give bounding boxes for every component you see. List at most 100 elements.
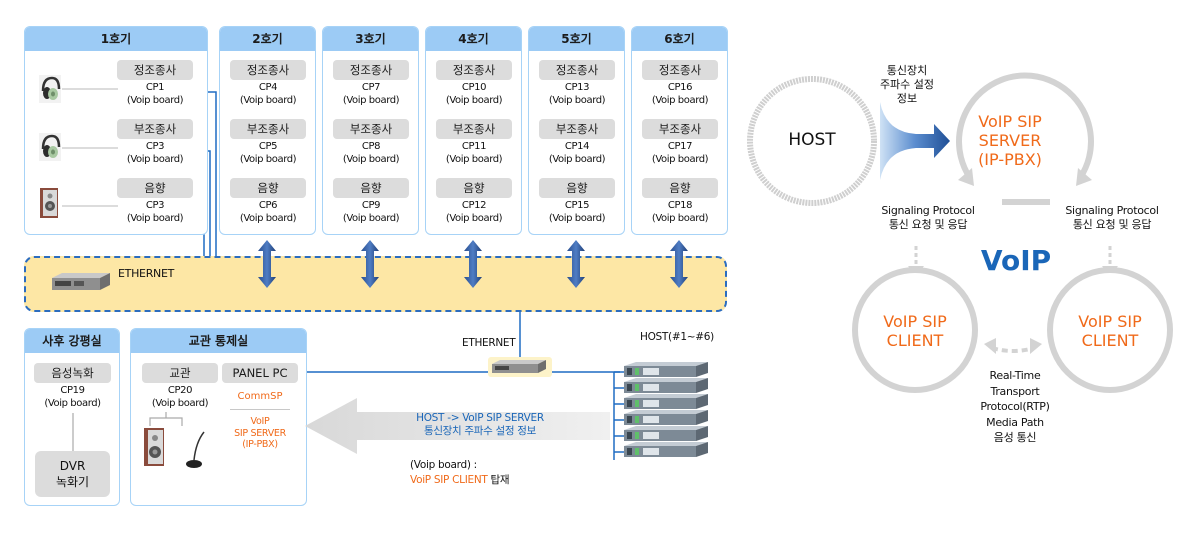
cp-label: CP20(Voip board) bbox=[142, 384, 218, 410]
server-unit-icon bbox=[624, 442, 708, 457]
cp-id: CP14 bbox=[564, 141, 590, 152]
cp-label: CP13 (Voip board) bbox=[539, 81, 615, 107]
cp-id: CP11 bbox=[461, 141, 487, 152]
host-circle bbox=[747, 76, 877, 206]
arrow-head-icon bbox=[958, 168, 974, 186]
rtp-arrow bbox=[991, 346, 1035, 353]
server-line: SERVER bbox=[978, 131, 1042, 150]
cp-id: CP16 bbox=[667, 82, 693, 93]
role-label: 부조종사 bbox=[117, 119, 193, 139]
flow-arrow-line: HOST -> VoIP SIP SERVER bbox=[416, 412, 544, 424]
arrow-head-icon bbox=[984, 338, 996, 354]
board-label: (Voip board) bbox=[239, 95, 297, 106]
server-line: (IP-PBX) bbox=[978, 150, 1042, 169]
dvr-label: DVR bbox=[59, 459, 86, 473]
cp-label: CP1(Voip board) bbox=[117, 81, 193, 107]
client-line: VoIP SIP bbox=[1078, 312, 1142, 331]
rtp-label: Real-Time Transport Protocol(RTP) Media … bbox=[960, 368, 1070, 446]
board-label: (Voip board) bbox=[548, 213, 606, 224]
bidirectional-arrow-icon bbox=[361, 240, 379, 288]
role-label: 정조종사 bbox=[539, 60, 615, 80]
server-unit-icon bbox=[624, 362, 708, 377]
client-circle-right bbox=[1047, 267, 1173, 393]
recording-role-label: 음성녹화 bbox=[34, 363, 111, 383]
cp-label: CP3(Voip board) bbox=[117, 199, 193, 225]
unit1-devices bbox=[39, 75, 118, 218]
server-unit-icon bbox=[624, 378, 708, 393]
flow-arrow-line: 통신장치 주파수 설정 정보 bbox=[423, 425, 537, 437]
cp-id: CP13 bbox=[564, 82, 590, 93]
arrow-head-icon bbox=[1030, 338, 1042, 354]
board-label: (Voip board) bbox=[151, 398, 209, 409]
board-label: (Voip board) bbox=[342, 95, 400, 106]
role-label: 부조종사 bbox=[230, 119, 306, 139]
setting-info-line: 주파수 설정 bbox=[879, 78, 935, 91]
board-label: (Voip board) bbox=[126, 154, 184, 165]
cp-id: CP3 bbox=[145, 200, 165, 211]
role-label: 정조종사 bbox=[117, 60, 193, 80]
cp-id: CP6 bbox=[258, 200, 278, 211]
signaling-line: Signaling Protocol bbox=[881, 204, 975, 217]
unit-title: 2호기 bbox=[220, 27, 315, 51]
cp-label: CP10(Voip board) bbox=[436, 81, 512, 107]
cp-id: CP4 bbox=[258, 82, 278, 93]
control-room-title: 교관 통제실 bbox=[131, 329, 306, 353]
client-left-title: VoIP SIP CLIENT bbox=[860, 312, 970, 350]
headset-icon bbox=[39, 133, 61, 161]
signaling-line: 통신 요청 및 응답 bbox=[1072, 218, 1152, 231]
ethernet-label: ETHERNET bbox=[118, 267, 175, 280]
signaling-line: 통신 요청 및 응답 bbox=[888, 218, 968, 231]
board-label: (Voip board) bbox=[342, 154, 400, 165]
cp-label: CP12(Voip board) bbox=[436, 199, 512, 225]
speaker-icon bbox=[40, 188, 58, 218]
cp-id: CP9 bbox=[361, 200, 381, 211]
board-label: (Voip board) bbox=[548, 154, 606, 165]
cp-id: CP5 bbox=[258, 141, 278, 152]
board-label: (Voip board) bbox=[651, 95, 709, 106]
ethernet-sub-label: ETHERNET bbox=[462, 337, 516, 349]
client-line: CLIENT bbox=[1081, 331, 1139, 350]
board-label: (Voip board) bbox=[651, 154, 709, 165]
server-line: VoIP SIP bbox=[978, 112, 1042, 131]
cp-id: CP12 bbox=[461, 200, 487, 211]
cp-id: CP10 bbox=[461, 82, 487, 93]
setting-info-line: 통신장치 bbox=[886, 64, 928, 77]
speaker-icon bbox=[144, 428, 164, 466]
voip-board-note: (Voip board) : VoiP SIP CLIENT 탑재 bbox=[410, 458, 510, 488]
note-line: (Voip board) : bbox=[410, 459, 477, 471]
cp-label: CP5(Voip board) bbox=[230, 140, 306, 166]
host-rack-label: HOST(#1~#6) bbox=[640, 331, 714, 343]
role-label: 정조종사 bbox=[230, 60, 306, 80]
dvr-sublabel: 녹화기 bbox=[55, 475, 90, 489]
commsp-label: CommSP bbox=[237, 391, 283, 402]
role-label: 음향 bbox=[539, 178, 615, 198]
flow-arrow bbox=[305, 398, 610, 454]
voip-architecture bbox=[747, 72, 1173, 393]
host-server-rack bbox=[624, 362, 708, 457]
cp-label: CP17(Voip board) bbox=[642, 140, 718, 166]
cp-label: CP7(Voip board) bbox=[333, 81, 409, 107]
role-label: 정조종사 bbox=[436, 60, 512, 80]
control-room-box: 교관 통제실 bbox=[130, 328, 307, 506]
cp-id: CP8 bbox=[361, 141, 381, 152]
network-switch-icon bbox=[488, 357, 552, 377]
unit-title: 3호기 bbox=[323, 27, 418, 51]
dvr-connector-line bbox=[72, 413, 74, 453]
bidirectional-arrow-icon bbox=[464, 240, 482, 288]
ethernet-zone bbox=[24, 256, 727, 312]
bidirectional-arrow-icon bbox=[567, 240, 585, 288]
instructor-role-label: 교관 bbox=[142, 363, 218, 383]
role-label: 부조종사 bbox=[333, 119, 409, 139]
cp-id: CP15 bbox=[564, 200, 590, 211]
sip-server-line: VoIP bbox=[250, 416, 270, 427]
bidirectional-arrow-icon bbox=[258, 240, 276, 288]
role-label: 음향 bbox=[642, 178, 718, 198]
cp-label: CP9(Voip board) bbox=[333, 199, 409, 225]
arrow-head-icon bbox=[1076, 168, 1092, 186]
unit-title: 6호기 bbox=[632, 27, 727, 51]
board-label: (Voip board) bbox=[548, 95, 606, 106]
cp-label: CP18(Voip board) bbox=[642, 199, 718, 225]
panel-pc-label: PANEL PC bbox=[222, 363, 298, 383]
cp-label: CP16 (Voip board) bbox=[642, 81, 718, 107]
flow-arrow-text: HOST -> VoIP SIP SERVER 통신장치 주파수 설정 정보 bbox=[380, 412, 580, 438]
